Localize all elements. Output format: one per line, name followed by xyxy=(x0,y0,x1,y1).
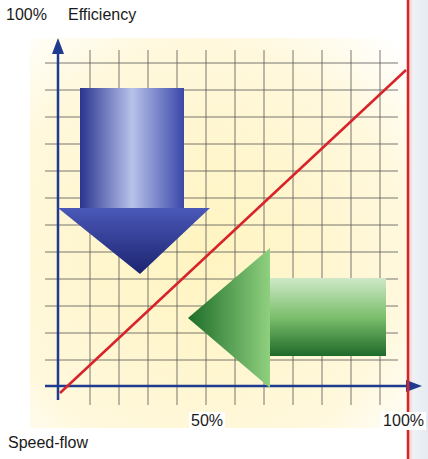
grid xyxy=(45,50,398,405)
decrease-arrow xyxy=(58,88,210,274)
y-axis-title: Efficiency xyxy=(66,6,138,24)
x-axis-title: Speed-flow xyxy=(6,434,90,452)
x-axis-tick-label: 50% xyxy=(189,412,225,430)
chart-ground xyxy=(30,38,410,428)
axes xyxy=(45,38,422,400)
axis-max-label: 100% xyxy=(4,6,49,24)
efficiency-line xyxy=(60,70,406,393)
full-speed-line xyxy=(407,0,410,459)
side-panel xyxy=(408,0,428,459)
left-arrow xyxy=(188,248,386,388)
x-axis-tick-label: 100% xyxy=(381,412,426,430)
